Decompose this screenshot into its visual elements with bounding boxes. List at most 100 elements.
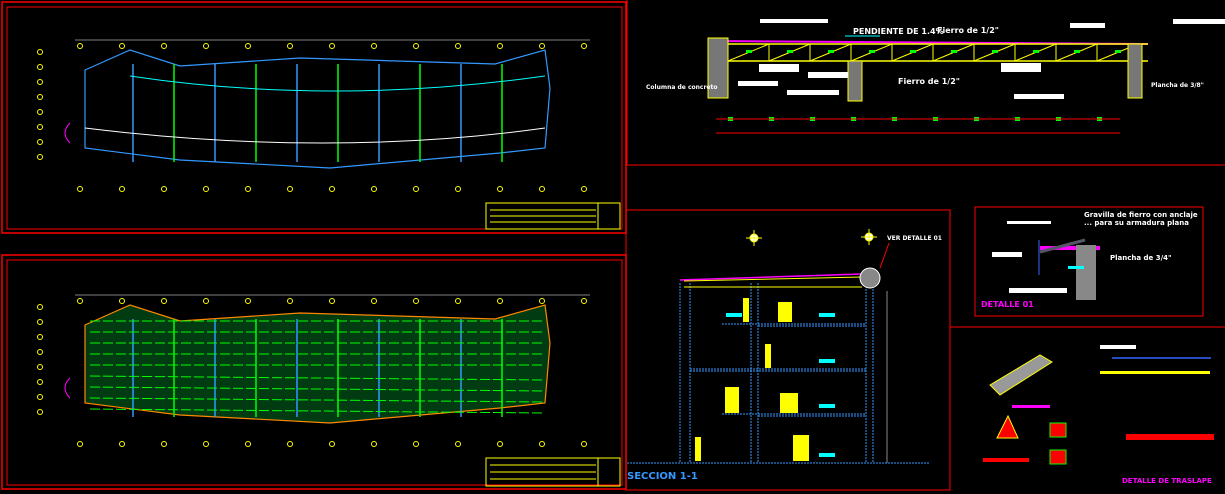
bearing-plate: [1068, 266, 1084, 269]
building-walls: [627, 283, 930, 464]
roof-framing-plan: [37, 39, 590, 192]
grid-bubble: [119, 43, 125, 49]
grid-bubble: [245, 186, 251, 192]
grid-bubble: [245, 298, 251, 304]
column-label: Columna de concreto: [646, 84, 718, 91]
grid-bubble: [37, 409, 43, 415]
grid-bubble: [371, 298, 377, 304]
grid-bubble: [581, 43, 587, 49]
weld-mark: [1074, 50, 1080, 53]
purlin-line: [129, 75, 546, 92]
concrete-column-mid: [847, 60, 863, 102]
grid-bubble: [413, 186, 419, 192]
grid-bubble: [77, 298, 83, 304]
grid-bubble: [581, 298, 587, 304]
grid-bubble: [497, 298, 503, 304]
grid-bubble: [37, 109, 43, 115]
grid-bubble: [287, 186, 293, 192]
people-figures: [695, 298, 809, 461]
weld-mark: [1033, 50, 1039, 53]
purlin: [89, 397, 546, 403]
grid-bubble: [37, 349, 43, 355]
label-placeholders: [738, 19, 1225, 99]
grid-bubble: [203, 298, 209, 304]
detail-note: Gravilla de fierro con anclaje ... para …: [1084, 211, 1202, 227]
weld-mark: [828, 50, 834, 53]
grid-bubble: [329, 186, 335, 192]
iso-roof-detail: [989, 354, 1053, 396]
grid-bubble: [497, 43, 503, 49]
grid-bubble: [37, 319, 43, 325]
slope-label: PENDIENTE DE 1.4%: [853, 27, 944, 36]
weld-mark: [787, 50, 793, 53]
weld-mark: [746, 50, 752, 53]
grid-bubble: [581, 186, 587, 192]
purlin-line: [84, 127, 546, 144]
grid-bubble: [455, 298, 461, 304]
truss-diagonal: [1039, 238, 1086, 254]
title-block-2: [485, 457, 621, 487]
grid-bubble: [37, 49, 43, 55]
grid-bubble: [203, 186, 209, 192]
grid-bubble: [287, 298, 293, 304]
grid-bubble: [329, 298, 335, 304]
grid-bubble: [539, 43, 545, 49]
grid-bubble: [37, 154, 43, 160]
grid-bubble: [329, 441, 335, 447]
concrete-column-right: [1127, 43, 1143, 99]
arc: [64, 122, 71, 144]
grid-bubble: [37, 64, 43, 70]
grid-bubble: [37, 364, 43, 370]
weld-mark: [992, 50, 998, 53]
grid-bubble: [119, 441, 125, 447]
arc: [64, 377, 71, 399]
detail-callout-circle: [859, 267, 881, 289]
grid-bubble: [497, 441, 503, 447]
grid-bubble: [287, 441, 293, 447]
ridge-detail: [996, 414, 1019, 439]
grid-bubble: [413, 298, 419, 304]
grid-bubble: [581, 441, 587, 447]
callout-leader: [879, 242, 890, 269]
grid-bubble: [37, 79, 43, 85]
section-frame: [625, 209, 951, 491]
weld-mark: [910, 50, 916, 53]
grid-bubble: [287, 43, 293, 49]
weld-mark: [1115, 50, 1121, 53]
grid-bubble: [539, 186, 545, 192]
roof-cover: [1040, 246, 1100, 250]
grid-bubble: [539, 441, 545, 447]
grid-bubble: [161, 298, 167, 304]
roof-outline: [84, 49, 551, 169]
grid-bubble: [161, 441, 167, 447]
grid-bubble: [77, 441, 83, 447]
grid-bubble: [455, 43, 461, 49]
plan-2-inner-frame: [6, 259, 623, 486]
grid-bubble: [455, 441, 461, 447]
weld-mark: [869, 50, 875, 53]
grid-bubble: [203, 43, 209, 49]
rebar-bottom-label: Fierro de 1/2": [898, 77, 960, 86]
grid-bubble: [371, 43, 377, 49]
overlap-beam: [1126, 434, 1214, 440]
overlap-detail-title: DETALLE DE TRASLAPE: [1122, 477, 1212, 485]
roof-outline: [84, 304, 551, 424]
grid-bubble: [37, 304, 43, 310]
purlin: [89, 408, 546, 414]
grid-bubble: [455, 186, 461, 192]
grid-bubble: [119, 186, 125, 192]
grid-bubble: [37, 379, 43, 385]
grid-bubble: [371, 186, 377, 192]
grid-bubble: [539, 298, 545, 304]
purlin: [89, 375, 546, 381]
roof-covering-plan: [37, 294, 590, 447]
grid-bubble: [413, 441, 419, 447]
grid-bubble: [245, 441, 251, 447]
grid-bubble: [329, 43, 335, 49]
plan-1-outer-frame: [1, 1, 627, 234]
section-1-1: VER DETALLE 01 SECCION 1-1: [627, 229, 942, 482]
furniture: [726, 313, 835, 457]
rebar-top-label: Fierro de 1/2": [937, 26, 999, 35]
grid-bubble: [119, 298, 125, 304]
